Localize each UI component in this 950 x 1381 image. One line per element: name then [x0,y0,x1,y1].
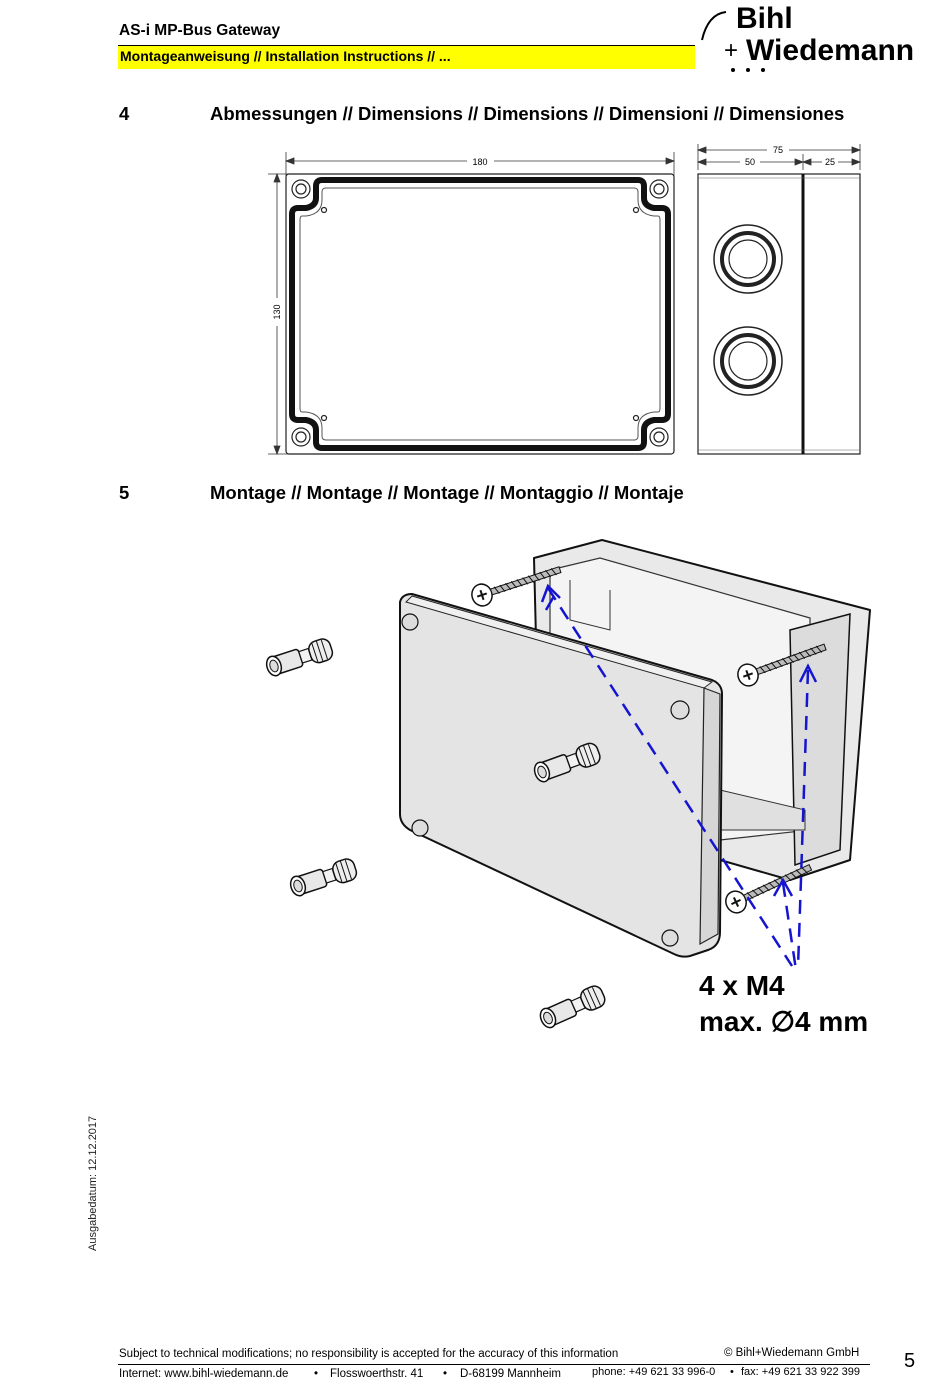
footer-copyright: © Bihl+Wiedemann GmbH [724,1347,860,1359]
depth-total-label: 75 [773,145,783,155]
footer-city: D-68199 Mannheim [460,1368,562,1380]
subtitle-bar [118,45,695,69]
logo-line1: Bihl [736,2,793,35]
diameter-callout: max. ∅4 mm [699,1006,869,1037]
document-title: AS-i MP-Bus Gateway [119,22,281,39]
section-title: Abmessungen // Dimensions // Dimensions … [210,103,845,124]
footer-bullet: • [443,1368,448,1380]
section-number: 4 [119,103,130,124]
section-number: 5 [119,482,130,503]
footer-phone: phone: +49 621 33 996-0 [592,1366,716,1378]
page-number: 5 [904,1350,916,1372]
width-dimension-label: 180 [472,157,487,167]
document-subtitle: Montageanweisung // Installation Instruc… [120,48,451,64]
depth-body-label: 50 [745,157,755,167]
footer-divider [118,1364,870,1365]
section-title: Montage // Montage // Montage // Montagg… [210,482,684,503]
mounting-illustration [263,539,871,1032]
logo-line2: Wiedemann [746,34,914,67]
footer-fax: fax: +49 621 33 922 399 [741,1366,860,1378]
footer-bullet: • [314,1368,319,1380]
logo-plus: + [724,37,738,64]
depth-lid-label: 25 [825,157,835,167]
footer-street: Flosswoerthstr. 41 [330,1368,424,1380]
footer-internet: Internet: www.bihl-wiedemann.de [119,1368,289,1380]
dimensions-drawing: 180 130 75 50 25 [268,144,862,456]
screws-callout: 4 x M4 [699,970,785,1001]
issue-date: Ausgabedatum: 12.12.2017 [87,1115,99,1251]
height-dimension-label: 130 [272,304,282,319]
footer-bullet: • [730,1366,734,1378]
footer-disclaimer: Subject to technical modifications; no r… [119,1348,619,1360]
bihl-wiedemann-logo: Bihl + Wiedemann [701,2,914,72]
